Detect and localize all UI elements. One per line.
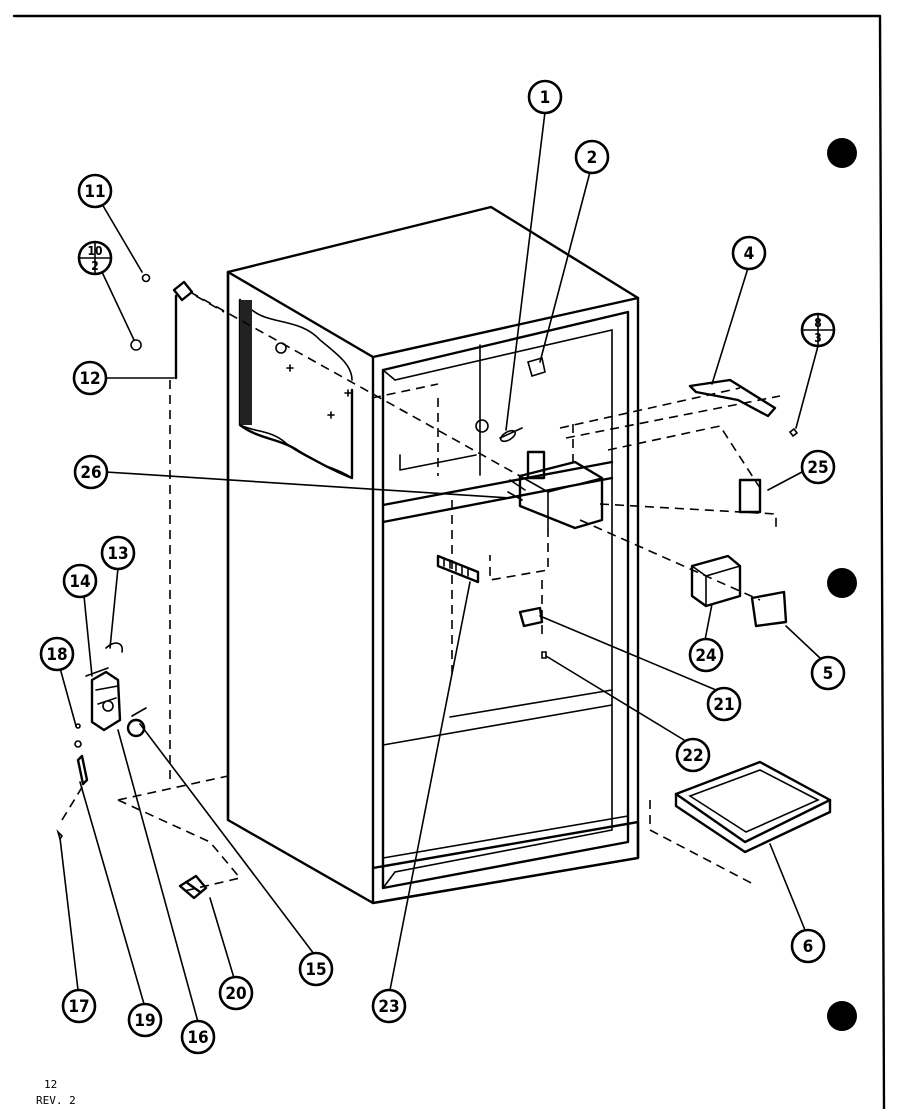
part-6-shape bbox=[674, 760, 832, 854]
part-4-shape bbox=[688, 378, 777, 418]
callout-8-3: 8 3 bbox=[800, 312, 836, 348]
control-cluster bbox=[56, 642, 147, 841]
svg-text:11: 11 bbox=[84, 182, 105, 202]
part-15-knob bbox=[126, 718, 146, 738]
callout-13: 13 bbox=[100, 535, 136, 571]
svg-text:25: 25 bbox=[807, 458, 828, 478]
part-11-shape bbox=[141, 273, 151, 283]
svg-text:21: 21 bbox=[713, 695, 734, 715]
callout-2: 2 bbox=[574, 139, 610, 175]
svg-text:3: 3 bbox=[814, 331, 822, 345]
svg-text:13: 13 bbox=[107, 544, 128, 564]
callout-26: 26 bbox=[73, 454, 109, 490]
callout-1: 1 bbox=[527, 79, 563, 115]
part-25-shape bbox=[738, 478, 762, 514]
page-border bbox=[12, 14, 886, 1111]
part-22-shape bbox=[541, 651, 547, 659]
svg-text:23: 23 bbox=[378, 997, 399, 1017]
part-23-shape bbox=[436, 554, 480, 584]
page-number: 12 bbox=[44, 1078, 57, 1091]
callouts: 1 2 4 5 6 11 12 13 14 15 16 17 18 19 20 … bbox=[39, 79, 846, 1055]
callout-19: 19 bbox=[127, 1002, 163, 1038]
callout-20: 20 bbox=[218, 975, 254, 1011]
svg-text:5: 5 bbox=[823, 664, 834, 684]
insulation-hatch bbox=[240, 300, 252, 425]
binder-hole-bottom bbox=[827, 1001, 857, 1031]
binder-hole-middle bbox=[827, 568, 857, 598]
control-assembly bbox=[189, 291, 781, 680]
callout-23: 23 bbox=[371, 988, 407, 1024]
callout-14: 14 bbox=[62, 563, 98, 599]
callout-22: 22 bbox=[675, 737, 711, 773]
svg-text:16: 16 bbox=[187, 1028, 208, 1048]
svg-text:18: 18 bbox=[46, 645, 67, 665]
part-20-shape bbox=[178, 874, 208, 900]
callout-4: 4 bbox=[731, 235, 767, 271]
svg-text:14: 14 bbox=[69, 572, 90, 592]
callout-25: 25 bbox=[800, 449, 836, 485]
svg-text:8: 8 bbox=[814, 316, 822, 330]
part-5-shape bbox=[750, 590, 788, 628]
svg-text:15: 15 bbox=[305, 960, 326, 980]
callout-15: 15 bbox=[298, 951, 334, 987]
svg-text:26: 26 bbox=[80, 463, 101, 483]
revision-label: REV. 2 bbox=[36, 1094, 76, 1107]
svg-text:6: 6 bbox=[803, 937, 814, 957]
callout-12: 12 bbox=[72, 360, 108, 396]
callout-11: 11 bbox=[77, 173, 113, 209]
svg-text:2: 2 bbox=[587, 148, 598, 168]
callout-21: 21 bbox=[706, 686, 742, 722]
svg-text:1: 1 bbox=[540, 88, 551, 108]
part-17-shape bbox=[56, 829, 64, 841]
svg-text:20: 20 bbox=[225, 984, 246, 1004]
svg-text:12: 12 bbox=[79, 369, 100, 389]
svg-text:10: 10 bbox=[87, 244, 102, 258]
binder-hole-top bbox=[827, 138, 857, 168]
screw-icon bbox=[788, 427, 799, 438]
callout-17: 17 bbox=[61, 988, 97, 1024]
callout-24: 24 bbox=[688, 637, 724, 673]
part-19-shape bbox=[76, 754, 89, 786]
refrigerator-cabinet bbox=[117, 205, 756, 905]
callout-10-2: 10 2 bbox=[77, 240, 113, 276]
part-12-shape bbox=[172, 280, 194, 380]
callout-6: 6 bbox=[790, 928, 826, 964]
part-24-shape bbox=[690, 554, 742, 608]
part-10-shape bbox=[130, 339, 142, 351]
svg-text:4: 4 bbox=[744, 244, 755, 264]
leader-lines bbox=[59, 111, 821, 1023]
svg-text:22: 22 bbox=[682, 746, 703, 766]
svg-text:17: 17 bbox=[68, 997, 89, 1017]
callout-16: 16 bbox=[180, 1019, 216, 1055]
svg-text:19: 19 bbox=[134, 1011, 155, 1031]
callout-18: 18 bbox=[39, 636, 75, 672]
part-21-shape bbox=[518, 606, 544, 628]
svg-text:24: 24 bbox=[695, 646, 716, 666]
svg-text:2: 2 bbox=[91, 259, 99, 273]
callout-5: 5 bbox=[810, 655, 846, 691]
